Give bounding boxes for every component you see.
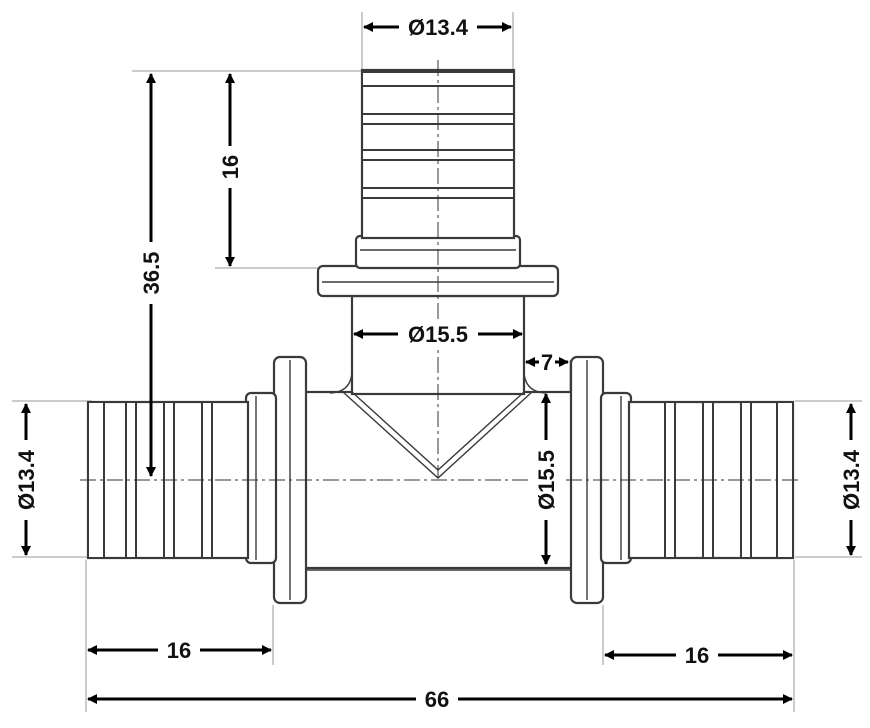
dim-run-bore-diameter: Ø15.5 [530, 393, 562, 565]
dim-left-outlet-length: 16 [87, 637, 272, 665]
dim-branch-height: 36.5 [135, 73, 167, 477]
dim-label: 16 [218, 155, 243, 179]
dim-label: Ø15.5 [534, 450, 559, 510]
dim-left-outlet-diameter: Ø13.4 [10, 403, 42, 556]
dim-label: 16 [167, 638, 191, 663]
dim-label: Ø15.5 [408, 322, 468, 347]
dim-branch-bore-diameter: Ø15.5 [353, 320, 523, 350]
dim-label: 16 [685, 643, 709, 668]
dim-right-outlet-length: 16 [604, 642, 793, 670]
centerlines [80, 60, 800, 481]
dim-right-outlet-diameter: Ø13.4 [835, 403, 867, 556]
dim-label: Ø13.4 [14, 449, 39, 510]
dim-top-outlet-diameter: Ø13.4 [363, 12, 512, 42]
dim-collar-width: 7 [525, 350, 569, 375]
dim-overall-length: 66 [87, 686, 793, 714]
dim-label: Ø13.4 [839, 449, 864, 510]
dim-label: 36.5 [139, 252, 164, 295]
dim-label: 7 [541, 350, 553, 375]
dim-top-outlet-length: 16 [214, 73, 246, 267]
dim-label: Ø13.4 [408, 15, 469, 40]
dim-label: 66 [425, 687, 449, 712]
